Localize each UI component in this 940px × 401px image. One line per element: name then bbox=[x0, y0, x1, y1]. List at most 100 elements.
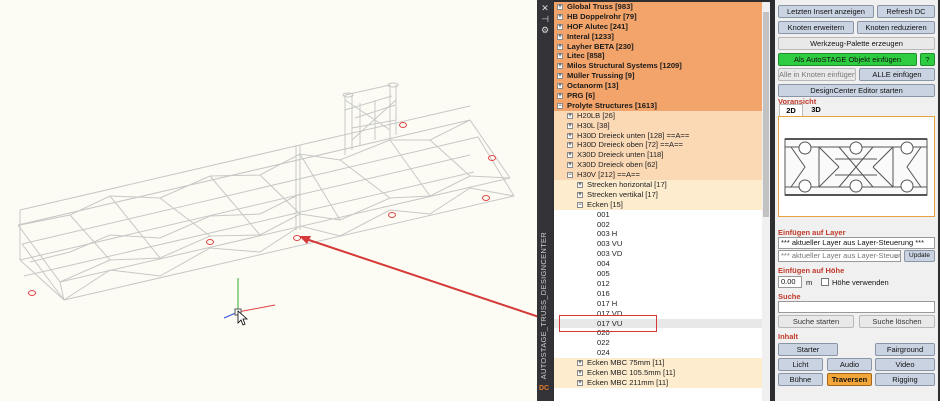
height-input[interactable]: 0.00 bbox=[778, 276, 802, 288]
reduce-nodes-button[interactable]: Knoten reduzieren bbox=[857, 21, 935, 34]
tree-leaf-item[interactable]: 003 VD bbox=[554, 249, 770, 260]
tree-leaf-item[interactable]: 001 bbox=[554, 209, 770, 220]
expand-icon[interactable]: + bbox=[557, 33, 563, 40]
content-button-traversen[interactable]: Traversen bbox=[827, 373, 872, 386]
tree-node-item[interactable]: +H30D Dreieck unten [128] ==A== bbox=[554, 130, 770, 141]
expand-icon[interactable]: + bbox=[557, 13, 563, 20]
tree-node-item[interactable]: +H30L [38] bbox=[554, 120, 770, 131]
tool-palette-button[interactable]: Werkzeug-Palette erzeugen bbox=[778, 37, 935, 50]
tree-scrollbar[interactable] bbox=[762, 2, 770, 401]
tab-2d[interactable]: 2D bbox=[779, 104, 803, 116]
expand-nodes-button[interactable]: Knoten erweitern bbox=[778, 21, 854, 34]
tree-leaf-item[interactable]: 002 bbox=[554, 219, 770, 230]
tree-node-item[interactable]: +Strecken horizontal [17] bbox=[554, 180, 770, 190]
tree-node-item[interactable]: +Ecken MBC 75mm [11] bbox=[554, 358, 770, 368]
expand-icon[interactable]: + bbox=[567, 162, 573, 169]
collapse-icon[interactable]: − bbox=[567, 172, 573, 179]
tree-node-item[interactable]: +PRG [6] bbox=[554, 91, 770, 101]
tree-leaf-item[interactable]: 017 VD bbox=[554, 308, 770, 319]
tree-node-item[interactable]: +Milos Structural Systems [1209] bbox=[554, 61, 770, 72]
tree-node-item[interactable]: +Litec [858] bbox=[554, 51, 770, 62]
tree-leaf-item[interactable]: 004 bbox=[554, 259, 770, 270]
dc-editor-button[interactable]: DesignCenter Editor starten bbox=[778, 84, 935, 97]
tree-node-item[interactable]: +Global Truss [983] bbox=[554, 2, 770, 12]
insert-all-nodes-button[interactable]: Alle in Knoten einfügen bbox=[778, 68, 856, 81]
current-layer-field[interactable]: *** aktueller Layer aus Layer-Steuerung … bbox=[778, 237, 935, 249]
tree-node-item[interactable]: +Ecken MBC 105.5mm [11] bbox=[554, 367, 770, 378]
drawing-canvas[interactable] bbox=[0, 0, 537, 401]
tree-node-item[interactable]: +Strecken vertikal [17] bbox=[554, 189, 770, 200]
refresh-dc-button[interactable]: Refresh DC bbox=[877, 5, 935, 18]
tree-leaf-item[interactable]: 017 VU bbox=[554, 318, 770, 329]
tree-node-item[interactable]: −Ecken [15] bbox=[554, 199, 770, 210]
update-button[interactable]: Update bbox=[904, 250, 935, 262]
tree-node-item[interactable]: −H30V [212] ==A== bbox=[554, 170, 770, 181]
content-button-licht[interactable]: Licht bbox=[778, 358, 823, 371]
tree-node-item[interactable]: +Layher BETA [230] bbox=[554, 41, 770, 52]
expand-icon[interactable]: + bbox=[577, 360, 583, 367]
content-button-starter[interactable]: Starter bbox=[778, 343, 838, 356]
expand-icon[interactable]: + bbox=[557, 63, 563, 70]
tree-leaf-item[interactable]: 020 bbox=[554, 328, 770, 339]
tree-leaf-item[interactable]: 024 bbox=[554, 348, 770, 359]
expand-icon[interactable]: + bbox=[567, 112, 573, 119]
tree-node-item[interactable]: +HOF Alutec [241] bbox=[554, 21, 770, 32]
expand-icon[interactable]: + bbox=[567, 142, 573, 149]
tree-leaf-item[interactable]: 003 VU bbox=[554, 239, 770, 250]
search-clear-button[interactable]: Suche löschen bbox=[859, 315, 935, 328]
properties-gear-icon[interactable]: ⚙ bbox=[540, 25, 550, 35]
tree-leaf-item[interactable]: 005 bbox=[554, 269, 770, 279]
content-button-b-hne[interactable]: Bühne bbox=[778, 373, 823, 386]
collapse-icon[interactable]: − bbox=[557, 102, 563, 109]
expand-icon[interactable]: + bbox=[557, 4, 563, 10]
expand-icon[interactable]: + bbox=[557, 23, 563, 30]
tree-leaf-item[interactable]: 012 bbox=[554, 278, 770, 289]
help-button[interactable]: ? bbox=[920, 53, 935, 66]
palette-titlebar[interactable]: ✕ ⊣ ⚙ AUTOSTAGE_TRUSS_DESIGNCENTER DC bbox=[537, 0, 553, 401]
expand-icon[interactable]: + bbox=[557, 93, 563, 100]
auto-hide-icon[interactable]: ⊣ bbox=[541, 14, 549, 24]
expand-icon[interactable]: + bbox=[567, 152, 573, 159]
tree-leaf-item[interactable]: 022 bbox=[554, 338, 770, 349]
expand-icon[interactable]: + bbox=[567, 122, 573, 129]
chevron-down-icon[interactable]: ⌄ bbox=[893, 251, 900, 260]
tree-node-item[interactable]: +Ecken MBC 211mm [11] bbox=[554, 377, 770, 388]
tree-leaf-item[interactable]: 003 H bbox=[554, 229, 770, 240]
layer-dropdown[interactable]: *** aktueller Layer aus Layer-Steuerung bbox=[778, 250, 901, 262]
search-input[interactable] bbox=[778, 301, 935, 313]
expand-icon[interactable]: + bbox=[577, 369, 583, 376]
tree-node-item[interactable]: +HB Doppelrohr [79] bbox=[554, 11, 770, 22]
tree-node-item[interactable]: +H30D Dreieck oben [72] ==A== bbox=[554, 140, 770, 151]
last-insert-button[interactable]: Letzten Insert anzeigen bbox=[778, 5, 874, 18]
close-icon[interactable]: ✕ bbox=[541, 3, 549, 13]
expand-icon[interactable]: + bbox=[557, 83, 563, 90]
expand-icon[interactable]: + bbox=[557, 73, 563, 80]
tree-node-item[interactable]: +X30D Dreieck oben [62] bbox=[554, 160, 770, 171]
content-button-rigging[interactable]: Rigging bbox=[875, 373, 935, 386]
expand-icon[interactable]: + bbox=[577, 379, 583, 386]
insert-object-button[interactable]: Als AutoSTAGE Objekt einfügen bbox=[778, 53, 917, 66]
expand-icon[interactable]: + bbox=[577, 182, 583, 189]
insert-all-button[interactable]: ALLE einfügen bbox=[859, 68, 935, 81]
tree-node-item[interactable]: +Müller Trussing [9] bbox=[554, 71, 770, 82]
tab-3d[interactable]: 3D bbox=[811, 105, 821, 114]
use-height-checkbox[interactable] bbox=[821, 278, 829, 286]
expand-icon[interactable]: + bbox=[567, 132, 573, 139]
expand-icon[interactable]: + bbox=[557, 43, 563, 50]
collapse-icon[interactable]: − bbox=[577, 201, 583, 208]
tree-node-item[interactable]: −Prolyte Structures [1613] bbox=[554, 100, 770, 111]
tree-node-item[interactable]: +X30D Dreieck unten [118] bbox=[554, 150, 770, 161]
search-start-button[interactable]: Suche starten bbox=[778, 315, 854, 328]
content-button-video[interactable]: Video bbox=[875, 358, 935, 371]
library-tree[interactable]: +Global Truss [983]+HB Doppelrohr [79]+H… bbox=[554, 2, 770, 401]
tree-node-item[interactable]: +Octanorm [13] bbox=[554, 81, 770, 92]
expand-icon[interactable]: + bbox=[557, 53, 563, 60]
expand-icon[interactable]: + bbox=[577, 191, 583, 198]
tree-leaf-item[interactable]: 017 H bbox=[554, 298, 770, 309]
tree-leaf-item[interactable]: 016 bbox=[554, 288, 770, 299]
tree-node-item[interactable]: +H20LB [26] bbox=[554, 110, 770, 121]
scrollbar-thumb[interactable] bbox=[763, 12, 769, 217]
tree-node-item[interactable]: +Interal [1233] bbox=[554, 31, 770, 42]
content-button-audio[interactable]: Audio bbox=[827, 358, 872, 371]
content-button-fairground[interactable]: Fairground bbox=[875, 343, 935, 356]
